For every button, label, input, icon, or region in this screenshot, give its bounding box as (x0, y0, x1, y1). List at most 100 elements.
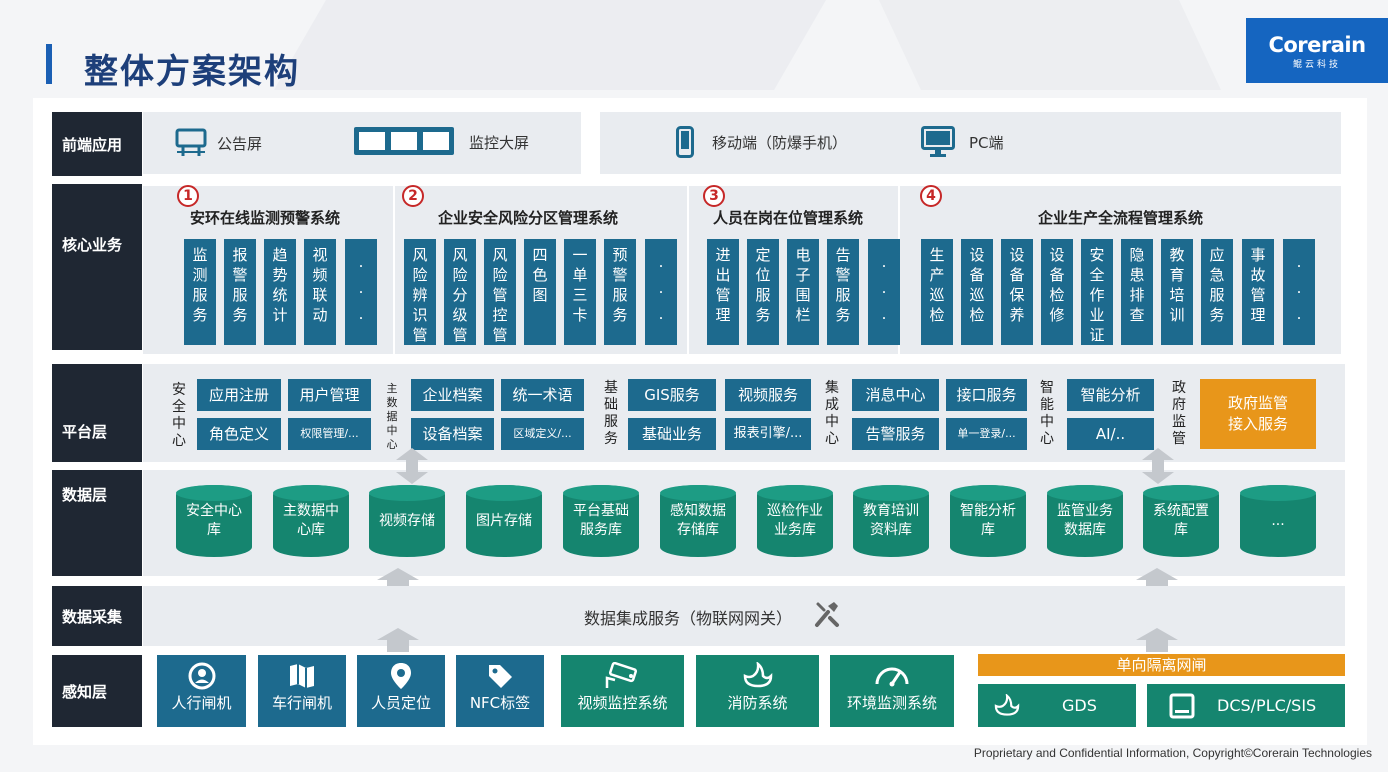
core-item[interactable]: 生产巡检 (921, 239, 953, 345)
gov-access-service[interactable]: 政府监管接入服务 (1200, 379, 1316, 449)
database-cylinder[interactable]: 安全中心库 (176, 485, 252, 557)
core-item[interactable]: 一单三卡 (564, 239, 596, 345)
system-number-4: 4 (920, 185, 942, 207)
sense-nfc-tag[interactable]: NFC标签 (456, 655, 544, 727)
sense-label: 视频监控系统 (577, 694, 668, 712)
core-item[interactable]: 设备检修 (1041, 239, 1073, 345)
company-file-button[interactable]: 企业档案 (411, 379, 494, 411)
area-def-button[interactable]: 区域定义/... (501, 418, 584, 450)
core-item[interactable]: 隐患排查 (1121, 239, 1153, 345)
core-item-more[interactable]: ... (645, 239, 677, 345)
core-item[interactable]: 视频联动 (304, 239, 336, 345)
sense-fire-system[interactable]: 消防系统 (696, 655, 819, 727)
database-cylinder[interactable]: 系统配置库 (1143, 485, 1219, 557)
api-service-button[interactable]: 接口服务 (946, 379, 1027, 411)
core-item[interactable]: 预警服务 (604, 239, 636, 345)
layer-label-front: 前端应用 (52, 112, 142, 176)
database-label: 主数据中心库 (283, 503, 339, 538)
sense-label: NFC标签 (469, 694, 531, 712)
perm-mgmt-button[interactable]: 权限管理/... (288, 418, 371, 450)
core-item[interactable]: 趋势统计 (264, 239, 296, 345)
core-item[interactable]: 设备巡检 (961, 239, 993, 345)
video-service-button[interactable]: 视频服务 (725, 379, 811, 411)
core-item[interactable]: 电子围栏 (787, 239, 819, 345)
report-engine-button[interactable]: 报表引擎/... (725, 418, 811, 450)
gauge-icon (875, 667, 909, 687)
core-item[interactable]: 应急服务 (1201, 239, 1233, 345)
database-label: 监管业务数据库 (1057, 503, 1113, 538)
database-label: 智能分析库 (960, 503, 1016, 538)
core-item[interactable]: 风险分级管理 (444, 239, 476, 345)
sense-label: DCS/PLC/SIS (1217, 696, 1317, 715)
core-item[interactable]: 进出管理 (707, 239, 739, 345)
core-item[interactable]: 安全作业证 (1081, 239, 1113, 345)
logo-text: Corerain (1268, 33, 1366, 57)
sense-person-location[interactable]: 人员定位 (357, 655, 445, 727)
database-cylinder[interactable]: 智能分析库 (950, 485, 1026, 557)
page-title: 整体方案架构 (84, 52, 300, 92)
database-cylinder[interactable]: 感知数据存储库 (660, 485, 736, 557)
sense-label: 人员定位 (370, 694, 431, 712)
sense-environment-system[interactable]: 环境监测系统 (830, 655, 954, 727)
sense-video-system[interactable]: 视频监控系统 (561, 655, 684, 727)
core-item[interactable]: 教育培训 (1161, 239, 1193, 345)
sense-label: 环境监测系统 (846, 694, 937, 712)
database-cylinder[interactable]: 教育培训资料库 (853, 485, 929, 557)
core-item[interactable]: 风险管控管理 (484, 239, 516, 345)
logo-subtext: 鲲云科技 (1292, 60, 1341, 70)
company-logo: Corerain 鲲云科技 (1246, 18, 1388, 83)
sso-button[interactable]: 单一登录/... (946, 418, 1027, 450)
sense-person-gate[interactable]: 人行闸机 (157, 655, 246, 727)
core-item[interactable]: 风险辨识管理 (404, 239, 436, 345)
database-label: 巡检作业业务库 (767, 503, 823, 538)
core-item[interactable]: 事故管理 (1242, 239, 1274, 345)
core-item-more[interactable]: ... (868, 239, 900, 345)
double-arrow-icon (1142, 448, 1174, 484)
core-item[interactable]: 四色图 (524, 239, 556, 345)
alarm-service-button[interactable]: 告警服务 (852, 418, 939, 450)
ai-button[interactable]: AI/.. (1067, 418, 1154, 450)
database-cylinder[interactable]: ... (1240, 485, 1316, 557)
database-cylinder[interactable]: 巡检作业业务库 (757, 485, 833, 557)
location-pin-icon (391, 663, 411, 689)
system-title-2: 企业安全风险分区管理系统 (438, 209, 619, 227)
core-item[interactable]: 监测服务 (184, 239, 216, 345)
smart-analysis-button[interactable]: 智能分析 (1067, 379, 1154, 411)
sense-label: 人行闸机 (171, 694, 232, 712)
database-cylinder[interactable]: 监管业务数据库 (1047, 485, 1123, 557)
sense-vehicle-gate[interactable]: 车行闸机 (258, 655, 346, 727)
app-register-button[interactable]: 应用注册 (197, 379, 281, 411)
database-cylinder[interactable]: 平台基础服务库 (563, 485, 639, 557)
notice-screen-label: 公告屏 (217, 134, 263, 153)
pc-monitor-icon (921, 126, 955, 157)
message-center-button[interactable]: 消息中心 (852, 379, 939, 411)
database-cylinder[interactable]: 主数据中心库 (273, 485, 349, 557)
core-item[interactable]: 告警服务 (827, 239, 859, 345)
core-item[interactable]: 设备保养 (1001, 239, 1033, 345)
role-def-button[interactable]: 角色定义 (197, 418, 281, 450)
basic-biz-button[interactable]: 基础业务 (628, 418, 716, 450)
background-shape (274, 0, 826, 90)
platform-label-smart: 智能中心 (1040, 380, 1054, 447)
core-item-more[interactable]: ... (345, 239, 377, 345)
sense-label: 消防系统 (727, 694, 788, 712)
cctv-camera-icon (605, 662, 637, 688)
core-item-more[interactable]: ... (1283, 239, 1315, 345)
sense-dcs[interactable]: DCS/PLC/SIS (1147, 684, 1345, 727)
core-item[interactable]: 定位服务 (747, 239, 779, 345)
device-file-button[interactable]: 设备档案 (411, 418, 494, 450)
sense-label: GDS (1062, 696, 1097, 715)
sense-gds[interactable]: GDS (978, 684, 1136, 727)
database-cylinder[interactable]: 视频存储 (369, 485, 445, 557)
gateway-bar: 单向隔离网闸 (978, 654, 1345, 676)
core-item[interactable]: 报警服务 (224, 239, 256, 345)
database-label: 安全中心库 (186, 503, 242, 538)
gis-service-button[interactable]: GIS服务 (628, 379, 716, 411)
user-mgmt-button[interactable]: 用户管理 (288, 379, 371, 411)
notice-screen-icon (175, 128, 207, 156)
database-label: 视频存储 (379, 512, 435, 529)
database-cylinder[interactable]: 图片存储 (466, 485, 542, 557)
front-mobile: 移动端（防爆手机） (676, 126, 847, 158)
gateway-label: 单向隔离网闸 (1116, 656, 1207, 674)
unified-term-button[interactable]: 统一术语 (501, 379, 584, 411)
